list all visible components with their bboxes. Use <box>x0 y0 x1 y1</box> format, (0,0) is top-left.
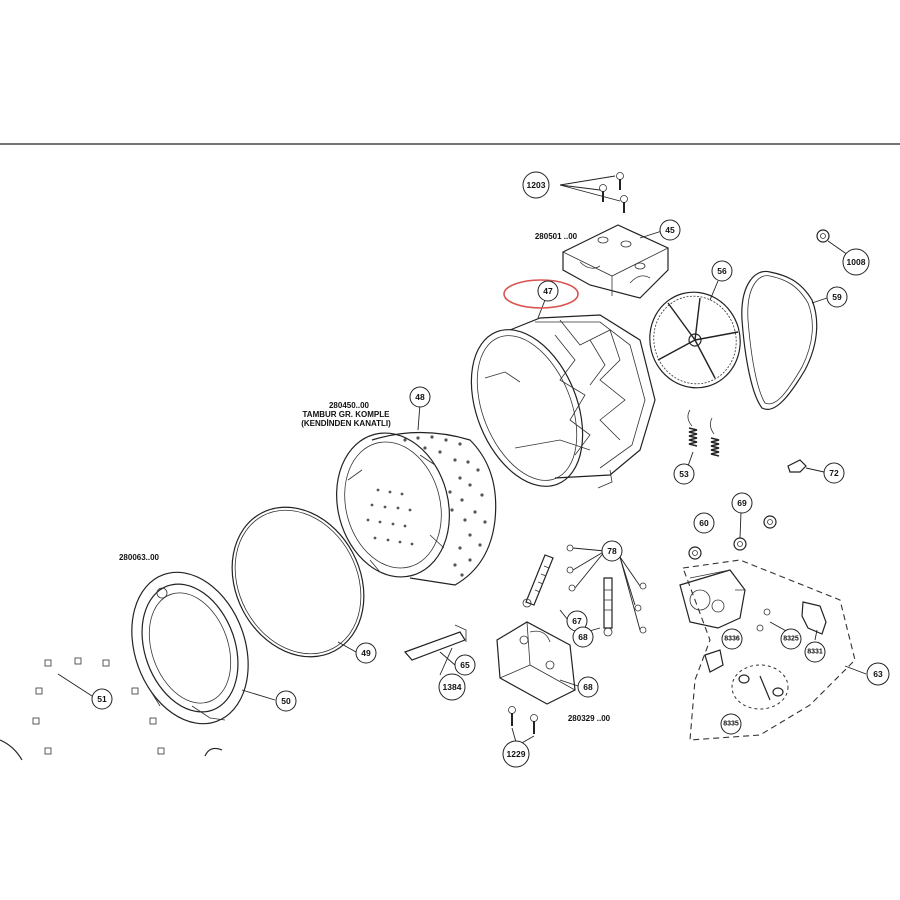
balloon-53: 53 <box>673 463 695 485</box>
svg-text:78: 78 <box>607 546 617 556</box>
svg-text:65: 65 <box>460 660 470 670</box>
balloon-68-shock: 68 <box>572 626 594 648</box>
balloon-69: 69 <box>731 492 753 514</box>
balloon-1384: 1384 <box>438 673 466 701</box>
balloon-63: 63 <box>866 662 890 686</box>
svg-text:67: 67 <box>572 616 582 626</box>
parts-51 <box>0 657 223 761</box>
part-69 <box>733 511 777 551</box>
svg-text:51: 51 <box>97 694 107 704</box>
svg-text:68: 68 <box>578 632 588 642</box>
part-1008 <box>816 229 849 256</box>
svg-text:45: 45 <box>665 225 675 235</box>
svg-text:68: 68 <box>583 682 593 692</box>
screws-1229 <box>508 706 538 745</box>
balloon-72: 72 <box>823 462 845 484</box>
balloon-68-bracket: 68 <box>577 676 599 698</box>
svg-text:49: 49 <box>361 648 371 658</box>
springs-53 <box>687 409 720 467</box>
pump-group-63 <box>679 559 867 741</box>
door-frame-50 <box>131 571 276 725</box>
code-280450: 280450..00 <box>329 401 370 410</box>
balloon-67: 67 <box>566 610 588 632</box>
balloon-50: 50 <box>275 690 297 712</box>
svg-text:47: 47 <box>543 286 553 296</box>
svg-text:69: 69 <box>737 498 747 508</box>
svg-text:8325: 8325 <box>783 636 799 643</box>
highlight-ellipse <box>503 279 579 309</box>
balloon-56: 56 <box>711 260 733 282</box>
balloon-1203: 1203 <box>522 171 550 199</box>
balloon-78: 78 <box>601 540 623 562</box>
balloon-59: 59 <box>826 286 848 308</box>
shock-absorbers <box>522 554 613 637</box>
balloon-8335: 8335 <box>720 713 742 735</box>
svg-text:59: 59 <box>832 292 842 302</box>
part-72 <box>787 459 825 473</box>
balloon-45: 45 <box>659 219 681 241</box>
svg-text:1229: 1229 <box>507 749 526 759</box>
part-65 <box>403 624 467 676</box>
bracket-68 <box>496 621 579 705</box>
balloon-8336: 8336 <box>721 628 743 650</box>
svg-text:50: 50 <box>281 696 291 706</box>
balloon-65: 65 <box>454 654 476 676</box>
balloon-51: 51 <box>91 688 113 710</box>
counterweight-45 <box>562 224 669 299</box>
balloon-1008: 1008 <box>842 248 870 276</box>
balloon-8331: 8331 <box>804 641 826 663</box>
svg-text:1008: 1008 <box>847 257 866 267</box>
tambur-line1: TAMBUR GR. KOMPLE <box>303 410 391 419</box>
svg-text:53: 53 <box>679 469 689 479</box>
part-60 <box>688 546 702 560</box>
balloon-47: 47 <box>537 280 559 302</box>
svg-text:48: 48 <box>415 392 425 402</box>
code-280063: 280063..00 <box>119 553 160 562</box>
balloon-49: 49 <box>355 642 377 664</box>
tambur-line2: (KENDİNDEN KANATLI) <box>301 419 391 428</box>
seal-49 <box>231 506 365 658</box>
svg-text:63: 63 <box>873 669 883 679</box>
svg-text:1384: 1384 <box>443 682 462 692</box>
svg-text:8336: 8336 <box>724 636 740 643</box>
balloon-1229: 1229 <box>502 740 530 768</box>
balloon-48: 48 <box>409 386 431 408</box>
balloon-8325: 8325 <box>780 628 802 650</box>
svg-text:56: 56 <box>717 266 727 276</box>
drum-48 <box>336 403 497 586</box>
svg-text:72: 72 <box>829 468 839 478</box>
svg-text:60: 60 <box>699 518 709 528</box>
screws-78 <box>566 544 647 634</box>
svg-text:8331: 8331 <box>807 649 823 656</box>
belt-59 <box>741 270 828 410</box>
balloon-60: 60 <box>693 512 715 534</box>
screws-1203 <box>559 172 628 213</box>
code-280329: 280329 ..00 <box>568 714 611 723</box>
code-280501: 280501 ..00 <box>535 232 578 241</box>
svg-text:8335: 8335 <box>723 721 739 728</box>
pulley-56 <box>649 280 741 389</box>
svg-text:1203: 1203 <box>527 180 546 190</box>
tub-47 <box>470 299 656 489</box>
